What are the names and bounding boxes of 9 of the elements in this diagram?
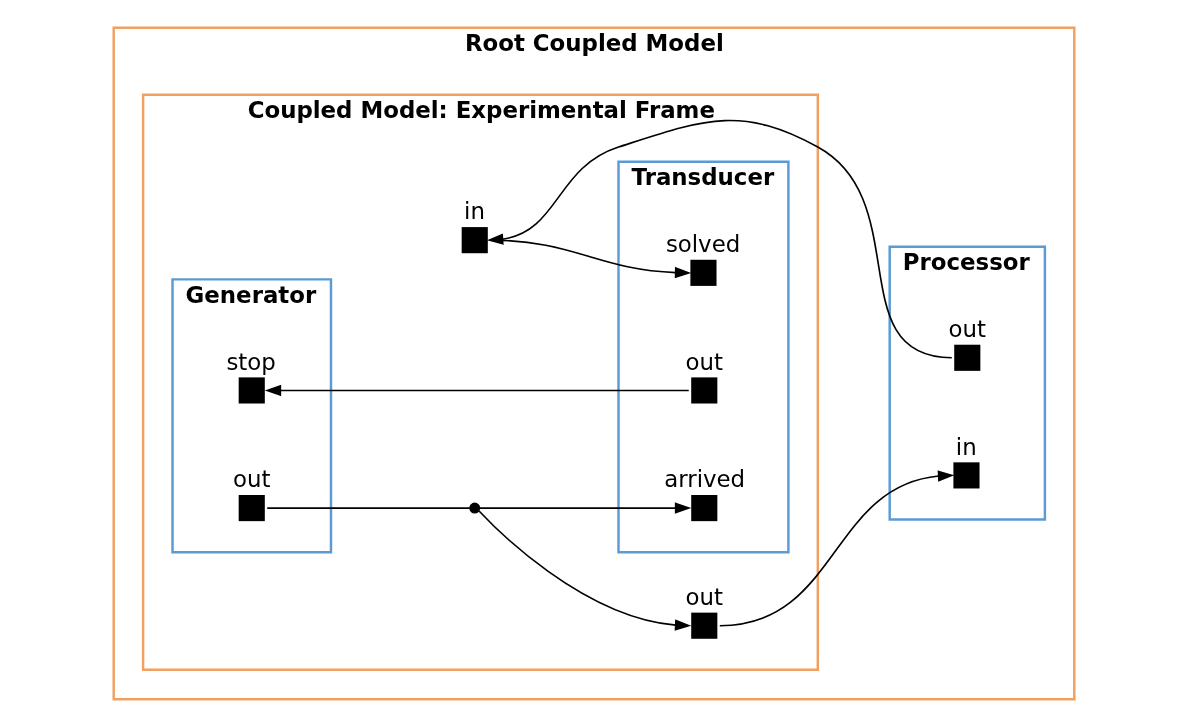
node-label: out — [685, 583, 723, 610]
node-label: arrived — [664, 466, 746, 493]
node-label: out — [948, 315, 986, 342]
node-label: out — [232, 466, 271, 493]
node-label: out — [685, 348, 723, 375]
node-label: stop — [226, 348, 276, 375]
node-label: solved — [665, 230, 741, 257]
node-label: in — [955, 433, 977, 460]
node-label: in — [464, 198, 485, 225]
